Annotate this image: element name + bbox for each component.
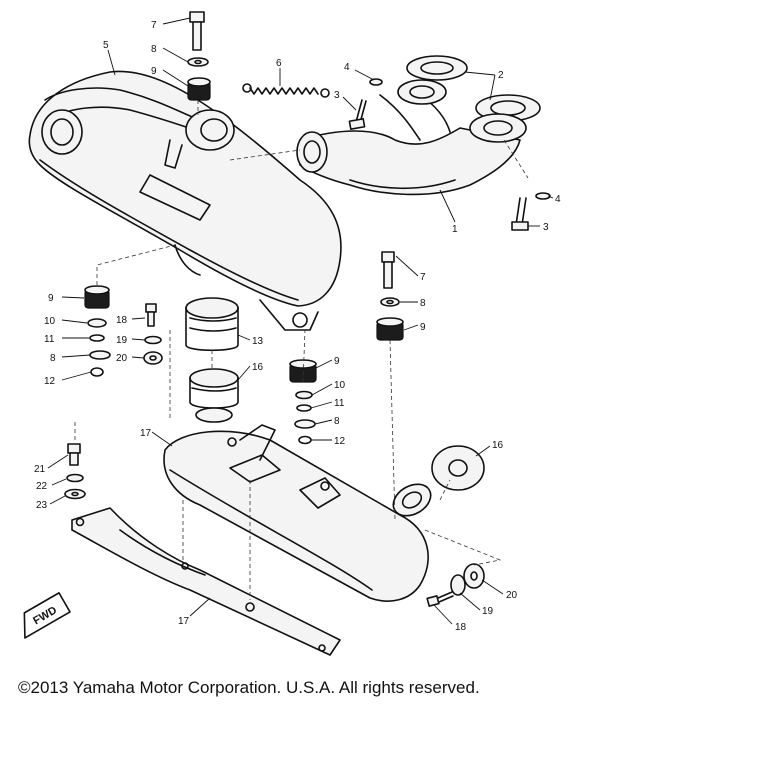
callout-8d: 8 [334, 416, 340, 427]
upper-muffler [28, 70, 342, 331]
connector-clamps [185, 297, 239, 423]
exhaust-pipe [296, 87, 521, 196]
callout-4: 4 [344, 62, 350, 73]
leader-lines [47, 17, 554, 625]
callout-8: 8 [151, 44, 157, 55]
callout-5: 5 [103, 40, 109, 51]
callout-12b: 12 [334, 436, 346, 447]
alignment-lines [74, 100, 529, 600]
callout-6: 6 [276, 58, 282, 69]
upper-bolts [348, 78, 551, 231]
callout-9: 9 [151, 66, 157, 77]
exhaust-gaskets [397, 55, 541, 143]
callout-22: 22 [36, 481, 48, 492]
callout-12: 12 [44, 376, 56, 387]
callout-2: 2 [498, 70, 504, 81]
callout-11: 11 [44, 334, 55, 345]
callout-17-label: 17 [178, 616, 190, 627]
callout-4b: 4 [555, 194, 561, 205]
callout-13-label: 13 [252, 336, 264, 347]
copyright-notice: ©2013 Yamaha Motor Corporation. U.S.A. A… [18, 678, 480, 697]
callout-19b: 19 [482, 606, 494, 617]
tailpipe-gasket [431, 445, 485, 491]
callout-9b: 9 [420, 322, 426, 333]
callout-21: 21 [34, 464, 46, 475]
callout-7b: 7 [420, 272, 426, 283]
callout-15: 17 [140, 428, 152, 439]
lower-muffler [163, 424, 432, 602]
callout-8c: 8 [50, 353, 56, 364]
bracket-hardware [64, 443, 86, 500]
spring [242, 83, 330, 98]
bottom-bracket [71, 507, 341, 656]
callout-16-label: 16 [492, 440, 504, 451]
callout-3: 3 [334, 90, 340, 101]
callout-7: 7 [151, 20, 157, 31]
tail-hardware [426, 563, 485, 607]
forward-direction-marker: FWD [23, 592, 71, 639]
callout-9c: 9 [48, 293, 54, 304]
callout-labels: 7 8 9 5 6 4 3 2 1 4 3 7 8 9 9 10 11 8 12… [34, 20, 561, 633]
exploded-parts-diagram: 7 8 9 5 6 4 3 2 1 4 3 7 8 9 9 10 11 8 12… [23, 11, 561, 656]
top-mount-hardware [187, 11, 211, 101]
callout-20b: 20 [506, 590, 518, 601]
right-mount-hardware [376, 251, 404, 341]
center-left-hardware [143, 303, 163, 365]
callout-18: 18 [116, 315, 128, 326]
callout-8b: 8 [420, 298, 426, 309]
callout-9d: 9 [334, 356, 340, 367]
callout-14: 16 [252, 362, 264, 373]
callout-10: 10 [44, 316, 56, 327]
callout-19: 19 [116, 335, 128, 346]
callout-1: 1 [452, 224, 458, 235]
callout-23: 23 [36, 500, 48, 511]
callout-3b: 3 [543, 222, 549, 233]
callout-20: 20 [116, 353, 128, 364]
callout-11b: 11 [334, 398, 345, 409]
callout-18b: 18 [455, 622, 467, 633]
fwd-label: FWD [31, 604, 59, 627]
callout-10b: 10 [334, 380, 346, 391]
left-mount-hardware [84, 285, 111, 377]
